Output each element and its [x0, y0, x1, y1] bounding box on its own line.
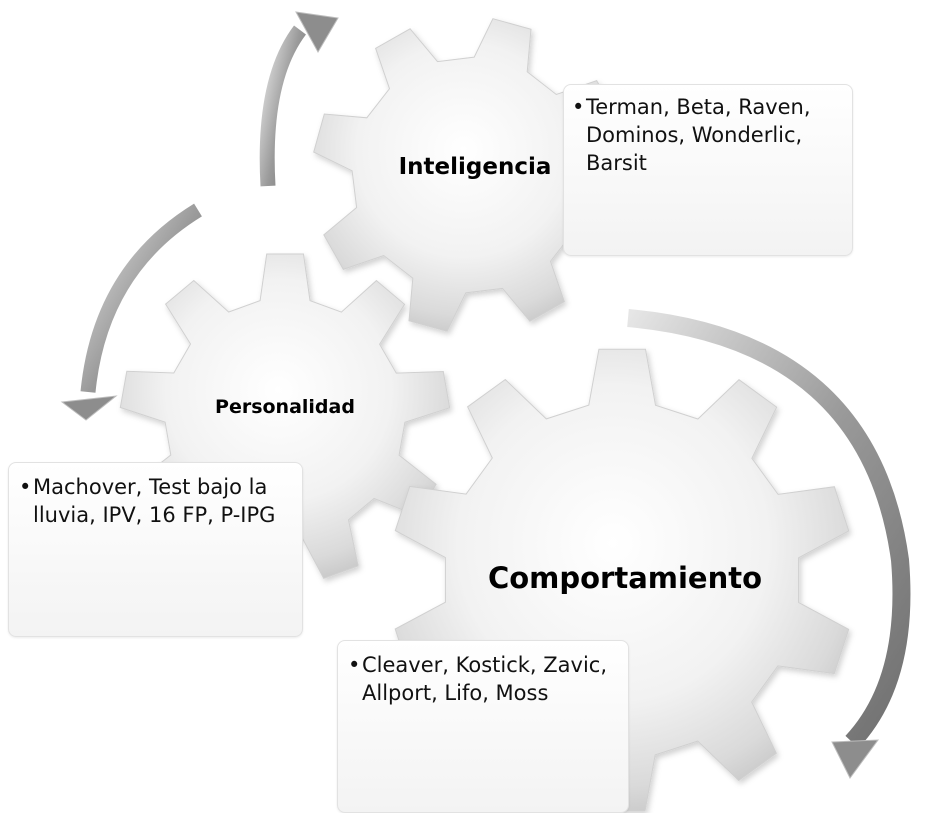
- gear-label-personalidad: Personalidad: [215, 396, 355, 418]
- note-box-inteligencia: Terman, Beta, Raven, Dominos, Wonderlic,…: [563, 84, 853, 256]
- note-text-inteligencia: Terman, Beta, Raven, Dominos, Wonderlic,…: [572, 93, 834, 177]
- arrow-personalidad-to-inteligencia: [259, 11, 339, 187]
- note-text-personalidad: Machover, Test bajo la lluvia, IPV, 16 F…: [19, 473, 290, 529]
- note-text-comportamiento: Cleaver, Kostick, Zavic, Allport, Lifo, …: [348, 651, 616, 707]
- gear-label-inteligencia: Inteligencia: [398, 154, 552, 180]
- note-box-comportamiento: Cleaver, Kostick, Zavic, Allport, Lifo, …: [337, 640, 629, 813]
- arrow-comportamiento-cycle: [627, 309, 911, 779]
- gear-label-comportamiento: Comportamiento: [487, 561, 763, 595]
- note-box-personalidad: Machover, Test bajo la lluvia, IPV, 16 F…: [8, 462, 303, 637]
- arrow-inteligencia-to-personalidad: [60, 203, 202, 421]
